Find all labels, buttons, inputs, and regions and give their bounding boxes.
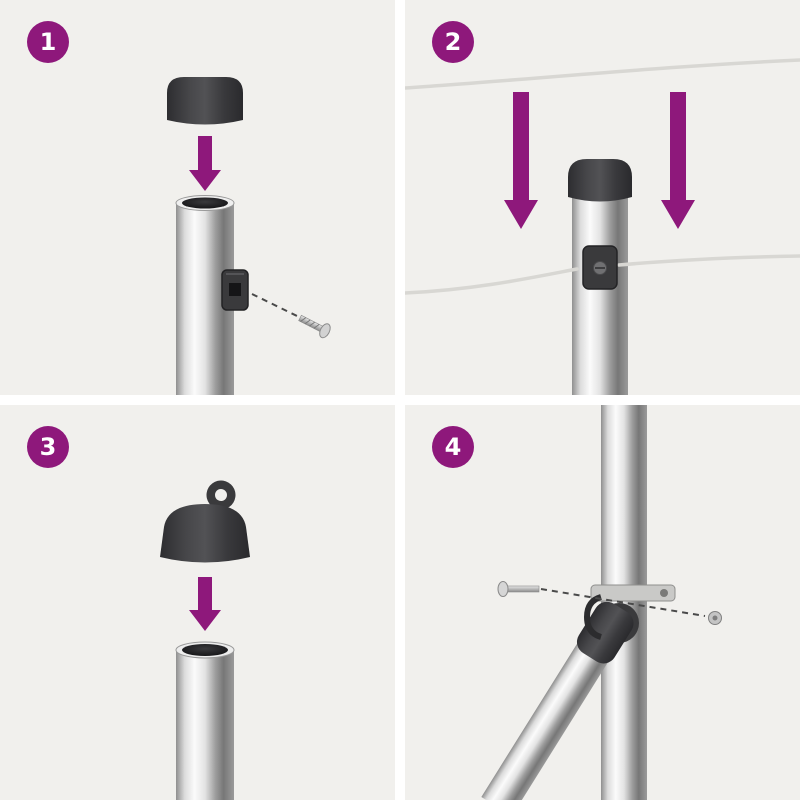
dashed-guide-line	[540, 588, 706, 617]
screw-icon	[298, 314, 331, 339]
down-arrow-icon	[189, 136, 221, 191]
step-2-illustration: 2	[405, 21, 800, 395]
clamp-fitting-icon	[576, 594, 639, 664]
down-arrow-icon	[504, 92, 538, 229]
step-number-badge: 1	[27, 21, 69, 63]
step-number-badge: 2	[432, 21, 474, 63]
lower-wire-icon	[405, 267, 579, 295]
step-panel-3: 3	[0, 405, 395, 800]
step-number: 2	[445, 28, 462, 56]
dashed-guide-line	[251, 293, 298, 317]
badge-circle	[432, 21, 474, 63]
step-number-badge: 3	[27, 426, 69, 468]
step-number: 1	[40, 28, 57, 56]
nut-icon	[708, 611, 722, 625]
open-tube-icon	[175, 641, 235, 800]
badge-circle	[432, 426, 474, 468]
step-number: 4	[445, 433, 462, 461]
step-number: 3	[40, 433, 57, 461]
pole-cap-icon	[167, 77, 243, 125]
down-arrow-icon	[661, 92, 695, 229]
badge-circle	[27, 21, 69, 63]
bolt-icon	[497, 581, 540, 597]
step-panel-2: 2	[405, 0, 800, 395]
eyelet-cap-icon	[160, 480, 250, 563]
upper-wire-icon	[405, 58, 800, 90]
lower-wire-icon	[617, 254, 800, 267]
cable-clip-icon	[221, 269, 249, 311]
step-panel-4: 4	[405, 405, 800, 800]
step-panel-1: 1	[0, 0, 395, 395]
wire-clip-icon	[582, 245, 618, 290]
badge-circle	[27, 426, 69, 468]
metal-strap-icon	[590, 584, 676, 602]
down-arrow-icon	[189, 577, 221, 631]
step-3-illustration: 3	[27, 426, 250, 800]
step-4-illustration: 4	[432, 405, 722, 800]
step-1-illustration: 1	[27, 21, 331, 395]
capped-pole-icon	[568, 159, 632, 395]
step-number-badge: 4	[432, 426, 474, 468]
diagonal-brace-icon	[481, 610, 629, 800]
